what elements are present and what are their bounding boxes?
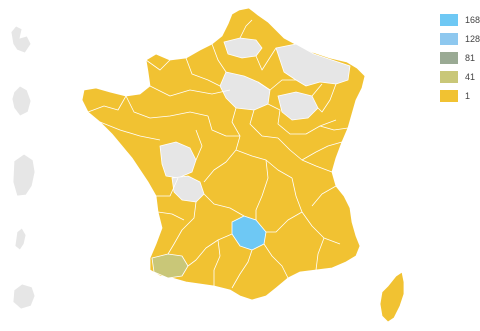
map-region-no-data-paris-basin-south[interactable]	[219, 71, 271, 111]
legend-swatch	[440, 33, 458, 45]
legend-swatch	[440, 90, 458, 102]
legend-swatch	[440, 71, 458, 83]
department-borders	[87, 19, 349, 289]
overseas-territories	[10, 25, 36, 310]
map-region-no-data-paris-basin-east[interactable]	[275, 43, 351, 87]
map-region-no-data-aube[interactable]	[277, 91, 319, 121]
overseas-guadeloupe[interactable]	[10, 25, 32, 54]
overseas-mayotte[interactable]	[14, 227, 27, 251]
map-region-no-data-indre-north[interactable]	[171, 175, 205, 203]
no-data-areas	[159, 37, 351, 203]
legend-label: 81	[465, 53, 476, 63]
overseas-reunion[interactable]	[12, 283, 36, 310]
overseas-martinique[interactable]	[11, 85, 32, 117]
overseas-guyane[interactable]	[12, 153, 36, 197]
map-region-corse[interactable]	[379, 271, 405, 323]
map-region-pyrenees-atlantiques[interactable]	[151, 253, 189, 279]
legend-label: 168	[465, 15, 480, 25]
map-region-no-data-vienne-charente[interactable]	[159, 141, 197, 179]
legend-swatch	[440, 52, 458, 64]
map-region-no-data-somme-east[interactable]	[223, 37, 263, 59]
legend-label: 128	[465, 34, 480, 44]
map-region-metropolitan-france[interactable]	[81, 7, 366, 301]
legend-label: 41	[465, 72, 476, 82]
legend-label: 1	[465, 91, 471, 101]
legend-swatch	[440, 14, 458, 26]
